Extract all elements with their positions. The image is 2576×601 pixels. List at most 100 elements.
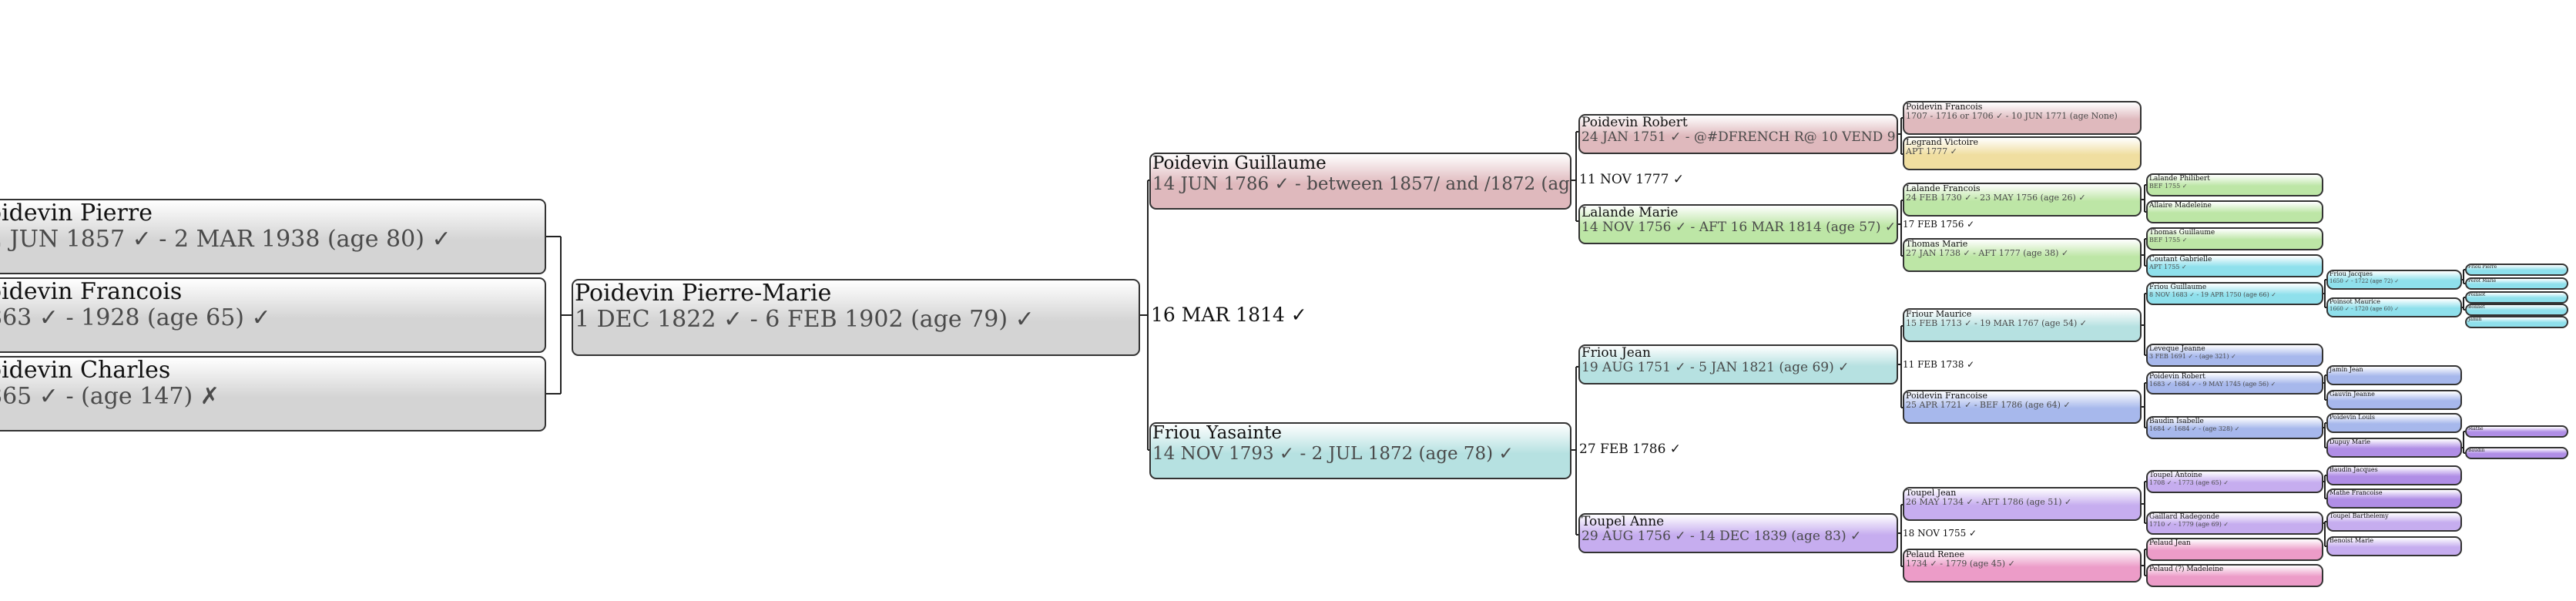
gen4-bracket [2144,238,2146,267]
person-name: Gaillard Radegonde [2149,513,2219,521]
children-bracket [546,236,562,395]
gen5-ancestor-card[interactable]: Toupel Barthelemy [2326,512,2462,532]
gen4-ancestor-card[interactable]: Pelaud (?) Madeleine [2146,564,2323,587]
gen4-ancestor-card[interactable]: Pelaud Jean [2146,538,2323,561]
person-name: Friou Yasainte [1152,423,1282,443]
gen6-bracket [2463,297,2465,311]
person-name: Poinsot Maurice [2329,298,2380,305]
person-dates: 19 AUG 1751 ✓ - 5 JAN 1821 (age 69) ✓ [1581,360,1850,376]
person-name: Baudin Isabelle [2149,418,2204,425]
person-dates: 8 NOV 1683 ✓ - 19 APR 1750 (age 66) ✓ [2149,291,2276,299]
person-name: Poidevin Louis [2329,414,2376,421]
person-dates: BEF 1755 ✓ [2149,183,2188,190]
person-dates: 865 ✓ - (age 147) ✗ [0,382,220,410]
person-name: Poidevin Robert [1581,115,1688,130]
person-dates: 1683 ✓ 1684 ✓ - 9 MAY 1745 (age 56) ✓ [2149,381,2276,388]
person-name: oidevin Pierre [0,200,153,227]
gen4-ancestor-card[interactable]: Allaire Madeleine [2146,200,2323,223]
person-name: Poidevin Pierre-Marie [575,280,832,307]
gen5-ancestor-card[interactable]: Jamin Jean [2326,365,2462,385]
person-name: Toupel Anne [1581,514,1665,529]
gen6-ancestor-card[interactable]: Jamin [2465,316,2568,328]
person-name: Perot Marie [2468,278,2497,284]
person-name: Mathe [2468,426,2484,431]
person-name: Legrand Victoire [1906,137,1979,147]
person-dates: 1660 ✓ - 1720 (age 60) ✓ [2329,305,2400,312]
person-name: Friou Jean [1581,345,1651,361]
gen5-ancestor-card[interactable]: Gauvin Jeanne [2326,390,2462,410]
gen5-ancestor-card[interactable]: Benoist Marie [2326,536,2462,556]
gen6-ancestor-card[interactable]: Poinsot [2465,291,2568,304]
person-name: Jamin Jean [2329,366,2363,373]
person-name: oidevin Francois [0,278,183,305]
person-name: Benoist Marie [2329,537,2374,544]
gen4-bracket [2144,481,2146,524]
person-name: Poinsot [2468,292,2486,297]
gen6-ancestor-card[interactable]: Friou Pierre [2465,264,2568,276]
marriage-date-gen3: 17 FEB 1756 ✓ [1903,218,1975,230]
person-dates: 14 NOV 1756 ✓ - AFT 16 MAR 1814 (age 57)… [1581,220,1897,236]
person-dates: 24 JAN 1751 ✓ - @#DFRENCH R@ 10 VEND 9 (… [1581,129,1898,146]
person-dates: 26 MAY 1734 ✓ - AFT 1786 (age 51) ✓ [1906,497,2072,508]
gen5-ancestor-card[interactable]: Mathe Francoise [2326,489,2462,509]
person-name: Thomas Marie [1906,239,1968,249]
person-dates: 1710 ✓ - 1779 (age 69) ✓ [2149,521,2229,529]
person-name: Poidevin Robert [2149,373,2205,381]
gen6-ancestor-card[interactable]: Mathe [2465,425,2568,438]
person-dates: 29 AUG 1756 ✓ - 14 DEC 1839 (age 83) ✓ [1581,529,1862,545]
gen6-ancestor-card[interactable]: Baudin [2465,447,2568,459]
person-dates: 1734 ✓ - 1779 (age 45) ✓ [1906,559,2015,569]
person-dates: 24 FEB 1730 ✓ - 23 MAY 1756 (age 26) ✓ [1906,193,2086,203]
gen6-ancestor-card[interactable]: Bonnet [2465,304,2568,316]
person-dates: 27 JAN 1738 ✓ - AFT 1777 (age 38) ✓ [1906,248,2069,259]
gen5-ancestor-card[interactable]: Baudin Jacques [2326,465,2462,485]
person-name: Allaire Madeleine [2149,202,2212,210]
gen5-ancestor-card[interactable]: Poidevin Louis [2326,413,2462,433]
gen5-bracket [2324,521,2326,547]
person-dates: 3 FEB 1691 ✓ - (age 321) ✓ [2149,353,2236,361]
person-name: Pelaud Jean [2149,539,2191,547]
person-name: oidevin Charles [0,357,171,384]
person-name: Friou Jacques [2329,270,2373,277]
person-dates: 863 ✓ - 1928 (age 65) ✓ [0,304,271,331]
gen6-ancestor-card[interactable]: Perot Marie [2465,277,2568,290]
person-name: Lalande Marie [1581,205,1679,220]
person-name: Poidevin Guillaume [1152,153,1327,173]
gen5-ancestor-card[interactable]: Dupuy Marie [2326,438,2462,458]
person-name: Leveque Jeanne [2149,345,2205,353]
person-name: Friour Maurice [1906,309,1972,319]
marriage-date-gen1: 16 MAR 1814 ✓ [1151,303,1307,326]
marriage-date-gen3: 18 NOV 1755 ✓ [1903,527,1977,539]
person-dates: 1708 ✓ - 1773 (age 65) ✓ [2149,479,2229,487]
